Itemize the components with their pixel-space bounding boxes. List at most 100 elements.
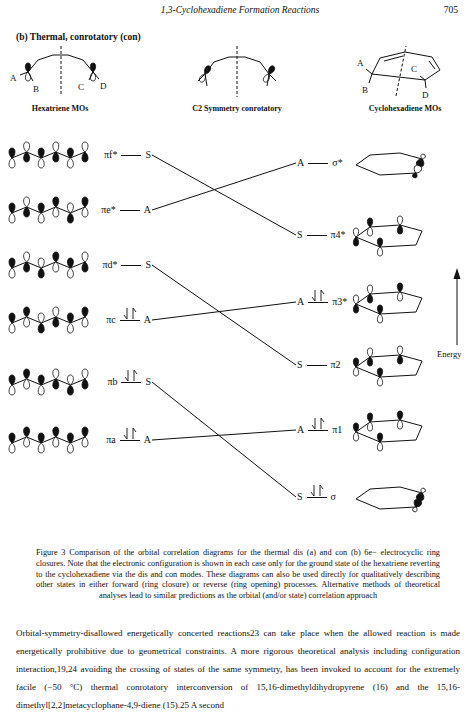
substituent-bond (425, 80, 426, 88)
orbital-lobe (38, 375, 44, 385)
double-bond (384, 56, 403, 61)
orbital-lobe (53, 207, 59, 217)
symmetry-label: A (297, 296, 304, 308)
hexatriene-mo (9, 427, 88, 453)
orbital-lobe (38, 258, 44, 268)
cyclohexadiene-mo (353, 283, 422, 323)
ring-bond (356, 153, 422, 175)
orbital-lobe (24, 197, 30, 207)
level-bar (308, 302, 328, 303)
substituent-bond (366, 69, 372, 74)
orbital-lobe (353, 367, 358, 376)
orbital-lobe (397, 346, 402, 355)
energy-level: Aσ* (296, 157, 344, 169)
orbital-lobe (82, 307, 88, 317)
substituent-label: A (10, 73, 17, 83)
orbital-lobe (353, 228, 358, 237)
orbital-lobe (377, 433, 382, 442)
level-bar (120, 440, 140, 441)
hexatriene-mo (9, 142, 88, 168)
orbital-name: πd* (102, 259, 117, 271)
ring-bond (356, 420, 422, 442)
orbital-lobe (377, 238, 382, 247)
orbital-lobe (9, 313, 15, 323)
substituent-bond (93, 72, 99, 79)
orbital-lobe (24, 252, 30, 262)
body-text: Orbital-symmetry-disallowed energeticall… (16, 624, 460, 714)
double-bond (429, 61, 435, 69)
carbon-chain (12, 262, 85, 268)
orbital-lobe (377, 377, 382, 386)
orbital-lobe (24, 427, 30, 437)
orbital-lobe (353, 304, 358, 313)
orbital-lobe (353, 432, 358, 441)
symmetry-label: A (144, 204, 151, 216)
level-bar (307, 497, 327, 498)
symmetry-label: S (297, 491, 303, 503)
orbital-lobe (53, 142, 59, 152)
cyclohexadiene-mo (353, 216, 422, 256)
correlation-line (152, 163, 296, 210)
cyclohexadiene-sketch (366, 46, 440, 96)
orbital-lobe (420, 488, 426, 494)
orbital-lobe (90, 63, 95, 72)
orbital-lobe (38, 148, 44, 158)
orbital-lobe (9, 268, 15, 278)
energy-level: Aπ3* (296, 296, 348, 308)
orbital-lobe (67, 385, 73, 395)
correlation-line (152, 430, 296, 440)
orbital-lobe (377, 442, 382, 451)
orbital-lobe (24, 307, 30, 317)
orbital-lobe (397, 292, 402, 301)
orbital-lobe (67, 268, 73, 278)
orbital-name: π3* (332, 296, 347, 308)
symmetry-label: A (297, 424, 304, 436)
orbital-lobe (397, 283, 402, 292)
energy-level: πe*A (100, 204, 152, 216)
orbital-lobe (53, 369, 59, 379)
symmetry-label: S (297, 229, 303, 241)
electron-arrow (124, 308, 127, 319)
orbital-lobe (377, 314, 382, 323)
orbital-lobe (67, 203, 73, 213)
orbital-lobe (24, 379, 30, 389)
orbital-lobe (24, 142, 30, 152)
orbital-lobe (420, 154, 426, 160)
c2-axis (237, 46, 238, 97)
carbon-chain (12, 152, 85, 158)
symmetry-label: S (145, 376, 151, 388)
symmetry-label: A (144, 314, 151, 326)
hexatriene-mo (9, 307, 88, 333)
orbital-lobe (25, 63, 30, 72)
substituent-label: D (100, 81, 107, 91)
orbital-lobe (367, 285, 372, 294)
electron-arrow (133, 428, 136, 439)
symmetry-label: A (144, 434, 151, 446)
substituent-bond (28, 72, 33, 81)
electron-pair (123, 369, 139, 382)
substituent-label: C (411, 64, 417, 74)
electron-arrow (312, 290, 315, 301)
electron-pair (310, 289, 326, 302)
electron-pair (310, 417, 326, 430)
cyclohexadiene-mo (353, 346, 422, 386)
orbital-lobe (53, 307, 59, 317)
energy-level: πd*S (101, 259, 152, 271)
orbital-lobe (397, 355, 402, 364)
hexatriene-sketch (20, 46, 99, 96)
orbital-lobe (367, 413, 372, 422)
orbital-lobe (9, 443, 15, 453)
level-bar (308, 430, 328, 431)
orbital-lobe (24, 262, 30, 272)
substituent-bond (267, 74, 269, 86)
orbital-lobe (67, 258, 73, 268)
carbon-chain (12, 317, 85, 323)
orbital-lobe (24, 207, 30, 217)
orbital-lobe (412, 506, 418, 512)
orbital-lobe (24, 152, 30, 162)
carbon-chain (12, 379, 85, 385)
column-heading: Cyclohexadiene MOs (369, 104, 442, 113)
orbital-lobe (203, 65, 212, 75)
c2-sketch (198, 46, 276, 97)
orbital-lobe (38, 268, 44, 278)
